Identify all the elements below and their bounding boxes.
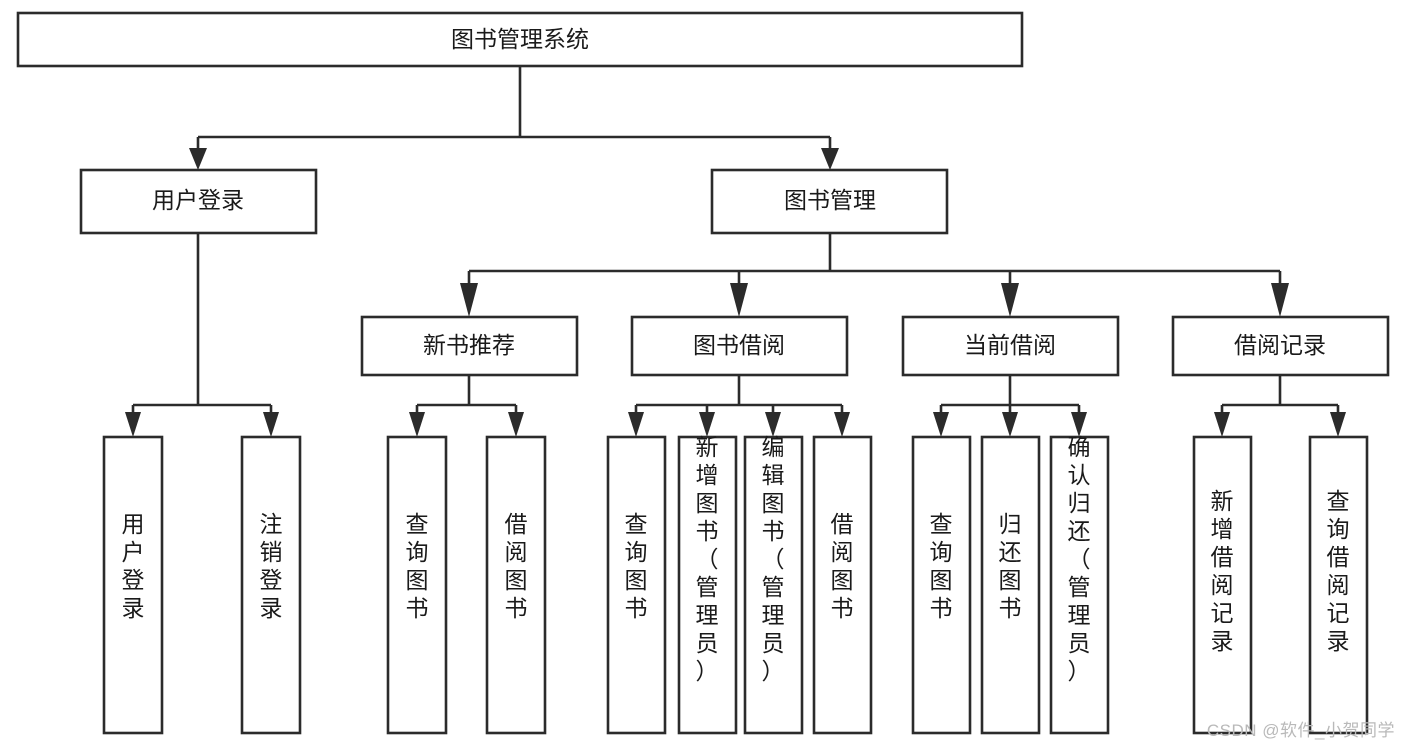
leaf-node-add-borrow-record[interactable]: 新增借阅记录 bbox=[1192, 435, 1253, 735]
arrow-head-borrow-record bbox=[1271, 283, 1289, 317]
arrow-head-current-leaf2 bbox=[1002, 412, 1018, 437]
arrow-head-current-borrow bbox=[1001, 283, 1019, 317]
leaf-add-book-admin-box[interactable] bbox=[677, 435, 738, 735]
leaf-return-book-label: 归还图书 bbox=[999, 511, 1022, 621]
node-new-book-recommend-box[interactable] bbox=[360, 315, 579, 377]
leaf-node-logout[interactable]: 注销登录 bbox=[240, 435, 302, 735]
arrow-head-newbook-leaf1 bbox=[409, 412, 425, 437]
leaf-query-borrow-record-box[interactable] bbox=[1308, 435, 1369, 735]
arrow-head-user-login bbox=[189, 148, 207, 170]
leaf-confirm-return-admin-box[interactable] bbox=[1049, 435, 1110, 735]
leaf-query-borrow-record-label: 查询借阅记录 bbox=[1327, 488, 1350, 654]
leaf-node-borrow-book-rec[interactable]: 借阅图书 bbox=[485, 435, 547, 735]
arrow-head-borrow-leaf2 bbox=[699, 412, 715, 437]
connector-layer bbox=[125, 66, 1346, 437]
node-user-login-box[interactable] bbox=[79, 168, 318, 235]
leaf-node-return-book[interactable]: 归还图书 bbox=[980, 435, 1041, 735]
leaf-node-query-borrow-record[interactable]: 查询借阅记录 bbox=[1308, 435, 1369, 735]
leaf-edit-book-admin-label: 编辑图书（管理员） bbox=[762, 434, 785, 684]
leaf-query-book-rec-label: 查询图书 bbox=[406, 511, 429, 621]
arrow-head-newbook-leaf2 bbox=[508, 412, 524, 437]
arrow-head-current-leaf1 bbox=[933, 412, 949, 437]
node-borrow-record-label: 借阅记录 bbox=[1234, 332, 1326, 358]
leaf-node-confirm-return-admin[interactable]: 确认归还（管理员） bbox=[1049, 434, 1110, 735]
leaf-confirm-return-admin-label: 确认归还（管理员） bbox=[1068, 434, 1091, 684]
node-current-borrow-label: 当前借阅 bbox=[964, 332, 1056, 358]
arrow-head-record-leaf2 bbox=[1330, 412, 1346, 437]
node-new-book-recommend-label: 新书推荐 bbox=[423, 332, 515, 358]
leaf-borrow-book-rec-box[interactable] bbox=[485, 435, 547, 735]
node-user-login-label: 用户登录 bbox=[152, 187, 244, 213]
node-book-borrow-label: 图书借阅 bbox=[693, 332, 785, 358]
arrow-head-record-leaf1 bbox=[1214, 412, 1230, 437]
leaf-borrow-book-rec-label: 借阅图书 bbox=[505, 511, 528, 621]
leaf-logout-label: 注销登录 bbox=[260, 511, 283, 621]
leaf-node-user-login[interactable]: 用户登录 bbox=[102, 435, 164, 735]
leaf-query-book-bor-box[interactable] bbox=[606, 435, 667, 735]
leaf-add-borrow-record-box[interactable] bbox=[1192, 435, 1253, 735]
leaf-node-edit-book-admin[interactable]: 编辑图书（管理员） bbox=[743, 434, 804, 735]
arrow-head-borrow-leaf1 bbox=[628, 412, 644, 437]
arrow-head-book-manage bbox=[821, 148, 839, 170]
csdn-watermark: CSDN @软件_小贺同学 bbox=[1206, 721, 1395, 740]
leaf-borrow-book-bor-label: 借阅图书 bbox=[831, 511, 854, 621]
node-root-label: 图书管理系统 bbox=[451, 26, 589, 52]
node-new-book-recommend[interactable]: 新书推荐 bbox=[360, 315, 579, 377]
leaf-query-book-bor-label: 查询图书 bbox=[625, 511, 648, 621]
leaf-user-login-label: 用户登录 bbox=[122, 511, 145, 621]
node-borrow-record-box[interactable] bbox=[1171, 315, 1390, 377]
arrow-head-borrow-leaf4 bbox=[834, 412, 850, 437]
leaf-logout-box[interactable] bbox=[240, 435, 302, 735]
node-book-borrow[interactable]: 图书借阅 bbox=[630, 315, 849, 377]
leaf-node-query-book-cur[interactable]: 查询图书 bbox=[911, 435, 972, 735]
node-current-borrow-box[interactable] bbox=[901, 315, 1120, 377]
node-book-management-label: 图书管理 bbox=[784, 187, 876, 213]
leaf-query-book-cur-label: 查询图书 bbox=[930, 511, 953, 621]
leaf-query-book-cur-box[interactable] bbox=[911, 435, 972, 735]
arrow-head-user-leaf2 bbox=[263, 412, 279, 437]
leaf-node-borrow-book-bor[interactable]: 借阅图书 bbox=[812, 435, 873, 735]
arrow-head-user-leaf1 bbox=[125, 412, 141, 437]
leaf-node-query-book-rec[interactable]: 查询图书 bbox=[386, 435, 448, 735]
leaf-return-book-box[interactable] bbox=[980, 435, 1041, 735]
arrow-head-current-leaf3 bbox=[1071, 412, 1087, 437]
leaf-borrow-book-bor-box[interactable] bbox=[812, 435, 873, 735]
node-user-login[interactable]: 用户登录 bbox=[79, 168, 318, 235]
node-current-borrow[interactable]: 当前借阅 bbox=[901, 315, 1120, 377]
arrow-head-borrow-leaf3 bbox=[765, 412, 781, 437]
leaf-add-book-admin-label: 新增图书（管理员） bbox=[696, 434, 719, 684]
node-borrow-record[interactable]: 借阅记录 bbox=[1171, 315, 1390, 377]
leaf-node-query-book-bor[interactable]: 查询图书 bbox=[606, 435, 667, 735]
node-book-borrow-box[interactable] bbox=[630, 315, 849, 377]
node-root-box[interactable] bbox=[16, 11, 1024, 68]
leaf-edit-book-admin-box[interactable] bbox=[743, 435, 804, 735]
node-book-management-box[interactable] bbox=[710, 168, 949, 235]
node-book-management[interactable]: 图书管理 bbox=[710, 168, 949, 235]
arrow-head-new-book bbox=[460, 283, 478, 317]
leaf-add-borrow-record-label: 新增借阅记录 bbox=[1211, 488, 1234, 654]
leaf-query-book-rec-box[interactable] bbox=[386, 435, 448, 735]
leaf-node-add-book-admin[interactable]: 新增图书（管理员） bbox=[677, 434, 738, 735]
leaf-user-login-box[interactable] bbox=[102, 435, 164, 735]
node-root-system[interactable]: 图书管理系统 bbox=[16, 11, 1024, 68]
arrow-head-book-borrow bbox=[730, 283, 748, 317]
